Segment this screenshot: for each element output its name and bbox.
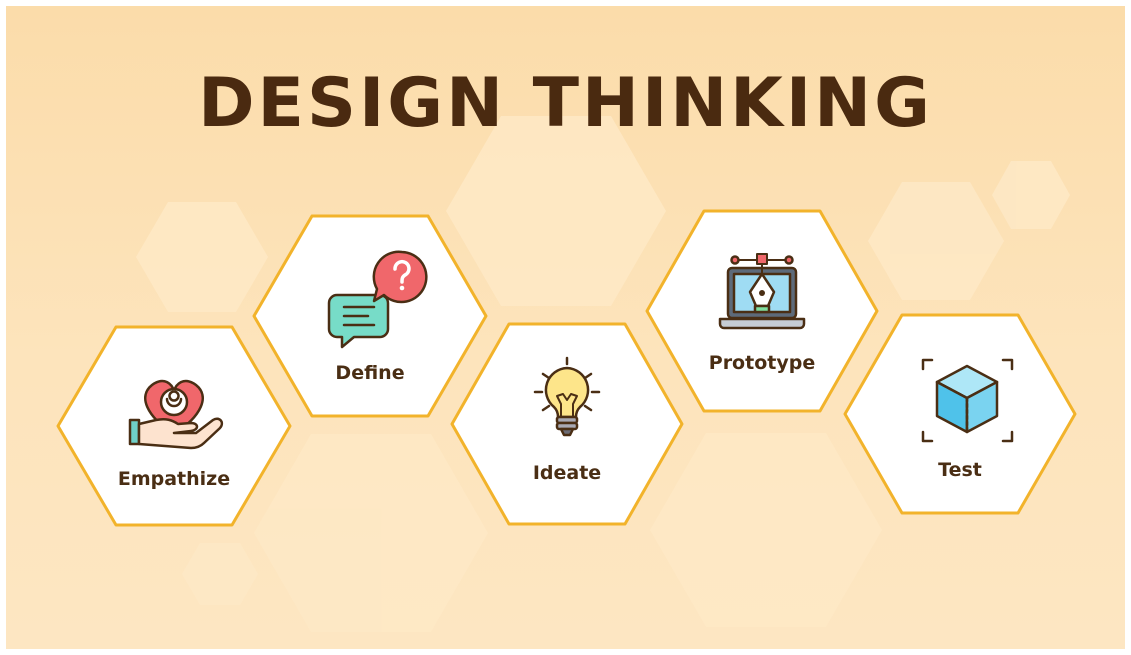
diagram-canvas: DESIGN THINKING Empathize Define Ideate … (6, 6, 1125, 649)
bg-hexagon (254, 434, 488, 632)
step-label-empathize: Empathize (117, 468, 231, 490)
step-label-test: Test (938, 459, 982, 481)
bg-hexagon (446, 116, 666, 306)
bg-hexagon (992, 161, 1070, 229)
lightbulb-icon (533, 356, 601, 437)
step-label-define: Define (335, 362, 405, 384)
bg-hexagon (868, 182, 1004, 300)
laptop-pen-tool-icon (718, 253, 806, 330)
bg-hexagon (182, 543, 258, 605)
cube-icon (921, 358, 1014, 443)
step-label-prototype: Prototype (708, 352, 816, 374)
page-title: DESIGN THINKING (198, 64, 933, 143)
hexagon-scene (56, 116, 1077, 632)
bg-hexagon (136, 202, 268, 312)
chat-question-icon (327, 250, 428, 349)
heart-hand-icon (128, 379, 224, 450)
bg-hexagon (650, 433, 882, 627)
step-label-ideate: Ideate (532, 462, 602, 484)
